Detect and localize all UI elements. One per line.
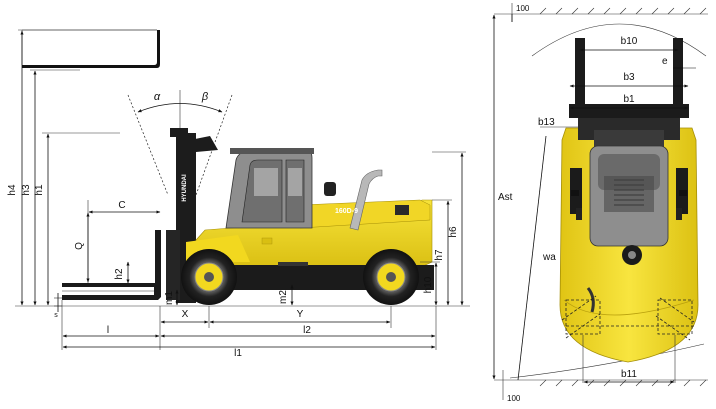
h1-label: h1 (34, 184, 45, 196)
l1-label: l1 (234, 348, 242, 359)
top-100-label: 100 (516, 4, 530, 13)
truck-top-body (559, 118, 699, 363)
rear-wheel (363, 249, 419, 305)
front-wheel (181, 249, 237, 305)
mast-brand-text: HYUNDAI (182, 174, 188, 202)
b11-label: b11 (621, 369, 637, 380)
c-label: C (118, 200, 125, 211)
y-label: Y (297, 309, 304, 320)
s-label: s (54, 312, 58, 319)
lowered-fork (62, 230, 161, 300)
h2-label: h2 (114, 268, 125, 280)
e-label: e (662, 56, 668, 67)
h3-label: h3 (21, 184, 32, 196)
h7-label: h7 (434, 249, 445, 261)
raised-fork (21, 29, 160, 68)
body-model-badge: 160D-9 (335, 208, 358, 215)
m1-label: m1 (164, 291, 175, 305)
h6-label: h6 (448, 226, 459, 238)
beta-label: β (201, 91, 209, 103)
bottom-100-label: 100 (507, 394, 521, 403)
ast-label: Ast (498, 192, 513, 203)
rear-steer-wheels (561, 295, 695, 341)
h4-label: h4 (7, 184, 18, 196)
m2-label: m2 (278, 290, 289, 304)
l2-label: l2 (303, 325, 311, 336)
l-label: l (107, 325, 109, 336)
h10-label: h10 (423, 276, 434, 293)
side-view: h4 h3 h1 C Q h2 s α β (7, 29, 470, 359)
b3-label: b3 (623, 72, 635, 83)
mast: HYUNDAI (166, 128, 218, 303)
q-label: Q (74, 242, 85, 250)
b10-label: b10 (621, 36, 638, 47)
b1-label: b1 (623, 94, 635, 105)
alpha-label: α (154, 91, 161, 103)
top-view: 100 100 Ast wa b10 e b3 b1 (492, 3, 708, 403)
x-label: X (182, 309, 189, 320)
b13-label: b13 (538, 117, 555, 128)
wa-label: wa (542, 252, 556, 263)
